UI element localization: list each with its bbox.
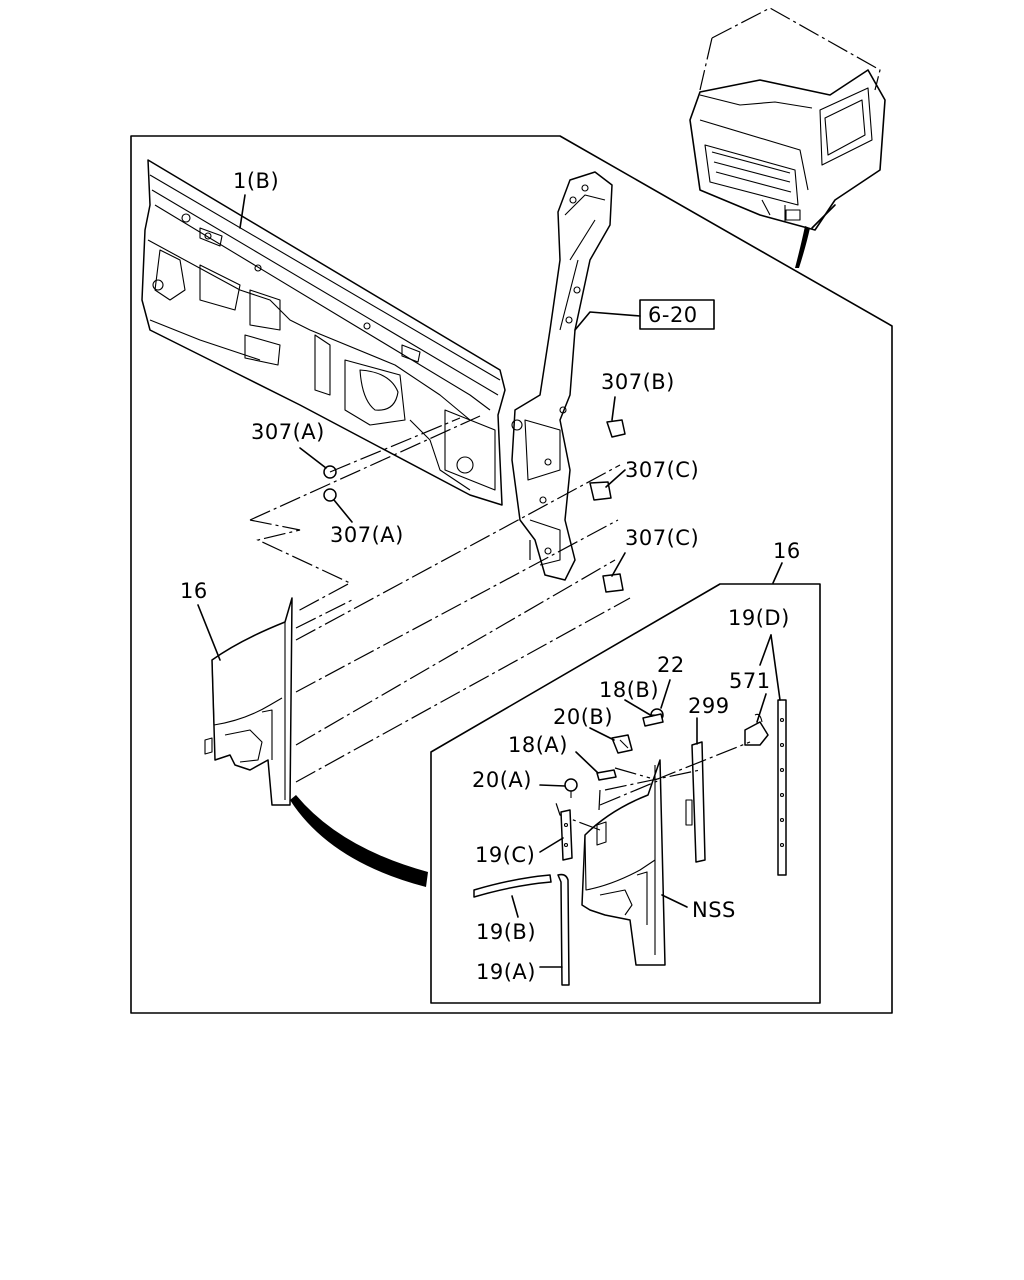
label-19b: 19(B) — [476, 920, 536, 944]
label-19c: 19(C) — [475, 843, 535, 867]
a-pillar — [511, 171, 613, 581]
label-19a: 19(A) — [476, 960, 536, 984]
clip-20b — [611, 734, 633, 754]
label-307a-top: 307(A) — [251, 420, 325, 444]
clip-307b — [606, 419, 626, 438]
ref-box-6-20 — [639, 299, 715, 330]
bracket-19c — [560, 809, 573, 861]
side-cover-nss — [554, 741, 751, 966]
label-299: 299 — [688, 694, 730, 718]
part-571 — [744, 713, 769, 746]
leader-lines — [197, 194, 783, 968]
cowl-panel — [141, 159, 506, 506]
label-6-20: 6-20 — [648, 303, 698, 327]
pad-18b — [642, 713, 664, 727]
label-307b: 307(B) — [601, 370, 675, 394]
label-307a-bottom: 307(A) — [330, 523, 404, 547]
assembly-lines — [249, 415, 631, 783]
label-16-left: 16 — [180, 579, 208, 603]
label-19d: 19(D) — [728, 606, 790, 630]
clip-307a-bottom — [323, 488, 337, 502]
label-571: 571 — [729, 669, 771, 693]
label-1b: 1(B) — [233, 169, 279, 193]
label-307c-top: 307(C) — [625, 458, 699, 482]
bracket-299 — [685, 741, 706, 863]
label-nss: NSS — [692, 898, 736, 922]
clip-20a — [564, 778, 578, 798]
strip-19b — [473, 874, 552, 898]
detail-frame — [430, 583, 821, 1004]
label-307c-bottom: 307(C) — [625, 526, 699, 550]
label-22: 22 — [657, 653, 685, 677]
strip-19a — [557, 873, 570, 986]
main-frame — [130, 135, 893, 1014]
label-18b: 18(B) — [599, 678, 659, 702]
label-20a: 20(A) — [472, 768, 532, 792]
detail-arrow — [290, 795, 428, 887]
pad-18a — [596, 769, 617, 781]
label-20b: 20(B) — [553, 705, 613, 729]
label-18a: 18(A) — [508, 733, 568, 757]
side-cover-left — [204, 597, 293, 806]
clip-307c-bottom — [602, 573, 624, 593]
strip-19d — [777, 699, 787, 876]
truck-cab-icon — [689, 7, 886, 268]
label-16-right: 16 — [773, 539, 801, 563]
